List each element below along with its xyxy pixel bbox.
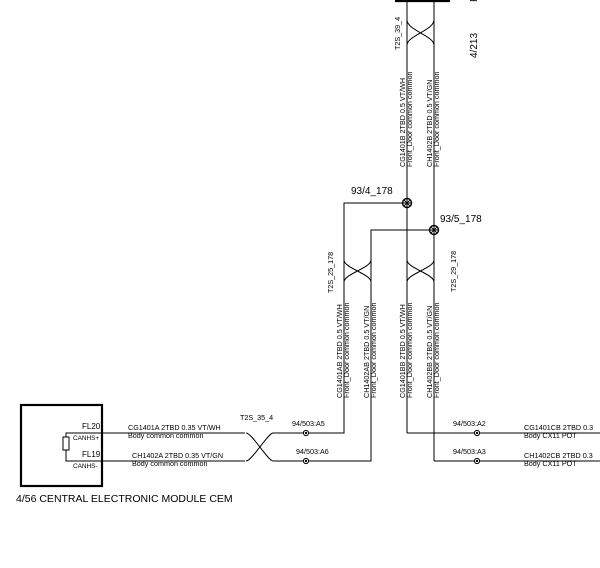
termination-resistor-icon bbox=[62, 432, 72, 462]
wire-lower-1-id: CG1401AB 2TBD 0.5 VT/WH bbox=[335, 304, 344, 398]
twist-bottom-label: T2S_35_4 bbox=[240, 413, 273, 422]
wire-lower-3-desc: Front_Door common common bbox=[405, 303, 414, 398]
cem-pin-fl19-signal: CANHS- bbox=[73, 463, 98, 470]
splice-93-5-178 bbox=[428, 224, 440, 236]
wire-right-1-id: CG1401CB 2TBD 0.3 bbox=[524, 423, 593, 432]
twist-bottom bbox=[245, 432, 274, 462]
twist-left bbox=[343, 259, 372, 283]
wire-lower-3-id: CG1401BB 2TBD 0.5 VT/WH bbox=[398, 304, 407, 398]
twist-top bbox=[406, 19, 435, 46]
twist-top-label: T2S_39_4 bbox=[393, 17, 402, 50]
wire-cg1401ab bbox=[306, 202, 403, 434]
top-connector-partial: FI bbox=[469, 0, 480, 2]
wire-lower-2-desc: Front_Door common common bbox=[369, 303, 378, 398]
cem-pin-fl19: FL19 bbox=[82, 450, 101, 459]
twist-left-label: T2S_25_178 bbox=[326, 252, 335, 293]
pin-a5 bbox=[302, 429, 310, 437]
wire-left-1-id: CG1401A 2TBD 0.35 VT/WH bbox=[128, 423, 221, 432]
wire-left-1-desc: Body common common bbox=[128, 431, 204, 440]
pin-a2-label: 94/503:A2 bbox=[453, 419, 486, 428]
cem-pin-fl20-signal: CANHS+ bbox=[73, 435, 99, 442]
wire-left-2-desc: Body common common bbox=[132, 459, 208, 468]
wire-upper-1-id: CG1401B 2TBD 0.5 VT/WH bbox=[398, 78, 407, 167]
wire-ch1402ab bbox=[306, 229, 430, 462]
wire-upper-1-desc: Front_Door common common bbox=[405, 72, 414, 167]
pin-a6 bbox=[302, 457, 310, 465]
wire-right-2-desc: Body CX11 POT bbox=[524, 459, 577, 468]
cem-pin-fl20: FL20 bbox=[82, 422, 101, 431]
twist-right-label: T2S_29_178 bbox=[449, 251, 458, 292]
cem-module-box bbox=[19, 403, 104, 488]
pin-a6-label: 94/503:A6 bbox=[296, 447, 329, 456]
wire-lower-1-desc: Front_Door common common bbox=[342, 303, 351, 398]
pin-a5-label: 94/503:A5 bbox=[292, 419, 325, 428]
wire-upper-2-desc: Front_Door common common bbox=[432, 72, 441, 167]
wire-right-2-id: CH1402CB 2TBD 0.3 bbox=[524, 451, 593, 460]
splice-93-4-178 bbox=[401, 197, 413, 209]
wire-lower-4-desc: Front_Door common common bbox=[432, 303, 441, 398]
pin-a3-label: 94/503:A3 bbox=[453, 447, 486, 456]
twist-right bbox=[406, 259, 435, 283]
wire-left-2-id: CH1402A 2TBD 0.35 VT/GN bbox=[132, 451, 223, 460]
cem-module-label: 4/56 CENTRAL ELECTRONIC MODULE CEM bbox=[16, 493, 233, 505]
pin-a3 bbox=[473, 457, 481, 465]
splice-2-label: 93/5_178 bbox=[440, 214, 482, 225]
wire-lower-4-id: CH1402BB 2TBD 0.5 VT/GN bbox=[425, 306, 434, 398]
top-connector-ref: 4/213 bbox=[469, 33, 480, 58]
wire-upper-2-id: CH1402B 2TBD 0.5 VT/GN bbox=[425, 80, 434, 167]
pin-a2 bbox=[473, 429, 481, 437]
wire-right-1-desc: Body CX11 POT bbox=[524, 431, 577, 440]
splice-1-label: 93/4_178 bbox=[351, 186, 393, 197]
wire-lower-2-id: CH1402AB 2TBD 0.5 VT/GN bbox=[362, 306, 371, 398]
